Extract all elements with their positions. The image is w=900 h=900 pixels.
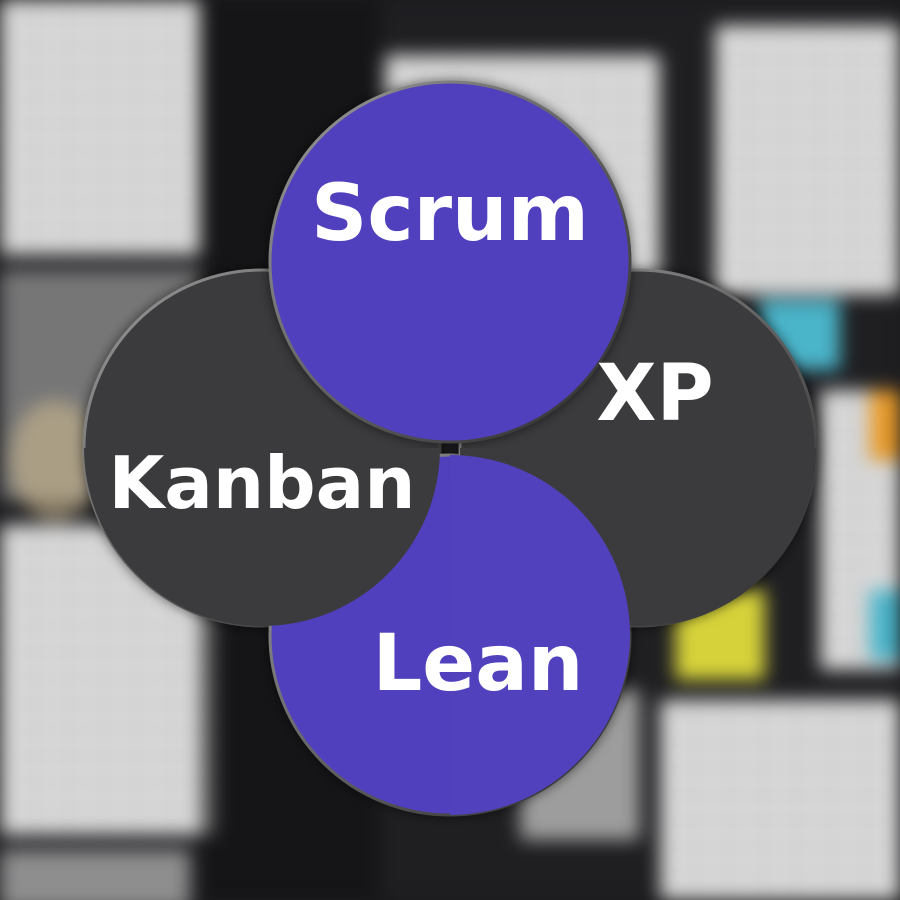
kanban-label: Kanban	[108, 441, 415, 525]
xp-label: XP	[596, 349, 713, 439]
scrum-circle	[268, 80, 632, 444]
scrum-label: Scrum	[311, 169, 589, 259]
lean-label: Lean	[373, 619, 584, 709]
